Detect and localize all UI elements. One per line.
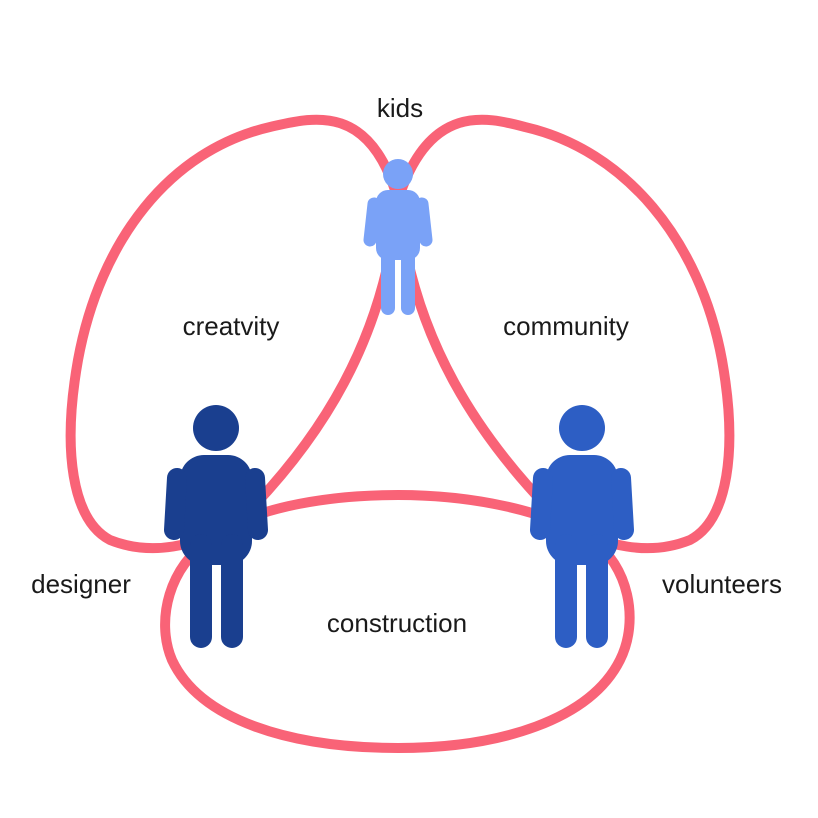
kids-left-arm [363,197,381,247]
community-loop [393,114,735,554]
kids-torso [376,190,420,260]
kids-figure [363,159,433,315]
kids-right-arm [415,197,433,247]
designer-label: designer [31,569,131,599]
construction-loop [160,490,635,753]
designer-figure [164,405,268,648]
kids-head [383,159,413,189]
volunteers-head [559,405,605,451]
designer-right-arm [245,468,268,540]
construction-label: construction [327,608,467,638]
volunteers-figure [530,405,634,648]
volunteers-left-arm [530,468,553,540]
creativity-label: creatvity [183,311,280,341]
designer-left-arm [164,468,187,540]
creativity-loop [65,114,403,554]
volunteers-label: volunteers [662,569,782,599]
kids-label: kids [377,93,423,123]
volunteers-right-arm [611,468,634,540]
designer-head [193,405,239,451]
community-label: community [503,311,629,341]
